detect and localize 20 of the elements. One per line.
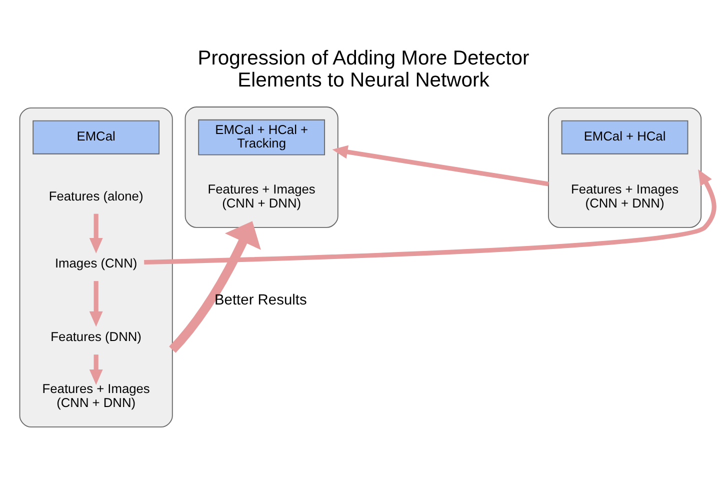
node-text: Features + Images (CNN + DNN) [570, 182, 679, 210]
cluster [184, 106, 338, 228]
arrow [89, 281, 103, 327]
edge-label: Better Results [214, 292, 307, 308]
cluster [548, 107, 702, 228]
arrow [144, 169, 716, 265]
node-text: Features + Images (CNN + DNN) [42, 381, 150, 410]
node-text: Images (CNN) [54, 256, 138, 271]
cluster [19, 107, 173, 428]
node-text: Features + Images (CNN + DNN) [208, 182, 316, 210]
arrow [169, 221, 261, 353]
node-box: EMCal + HCal [561, 120, 688, 154]
node-text: Features (DNN) [50, 329, 142, 344]
diagram-title: Progression of Adding More Detector Elements to Neural Network [198, 48, 530, 92]
arrow [332, 145, 549, 186]
node-text: Features (alone) [48, 188, 144, 204]
node-box: EMCal [32, 120, 160, 154]
arrow [89, 214, 103, 254]
arrow [89, 354, 103, 385]
node-box: EMCal + HCal + Tracking [198, 119, 326, 156]
